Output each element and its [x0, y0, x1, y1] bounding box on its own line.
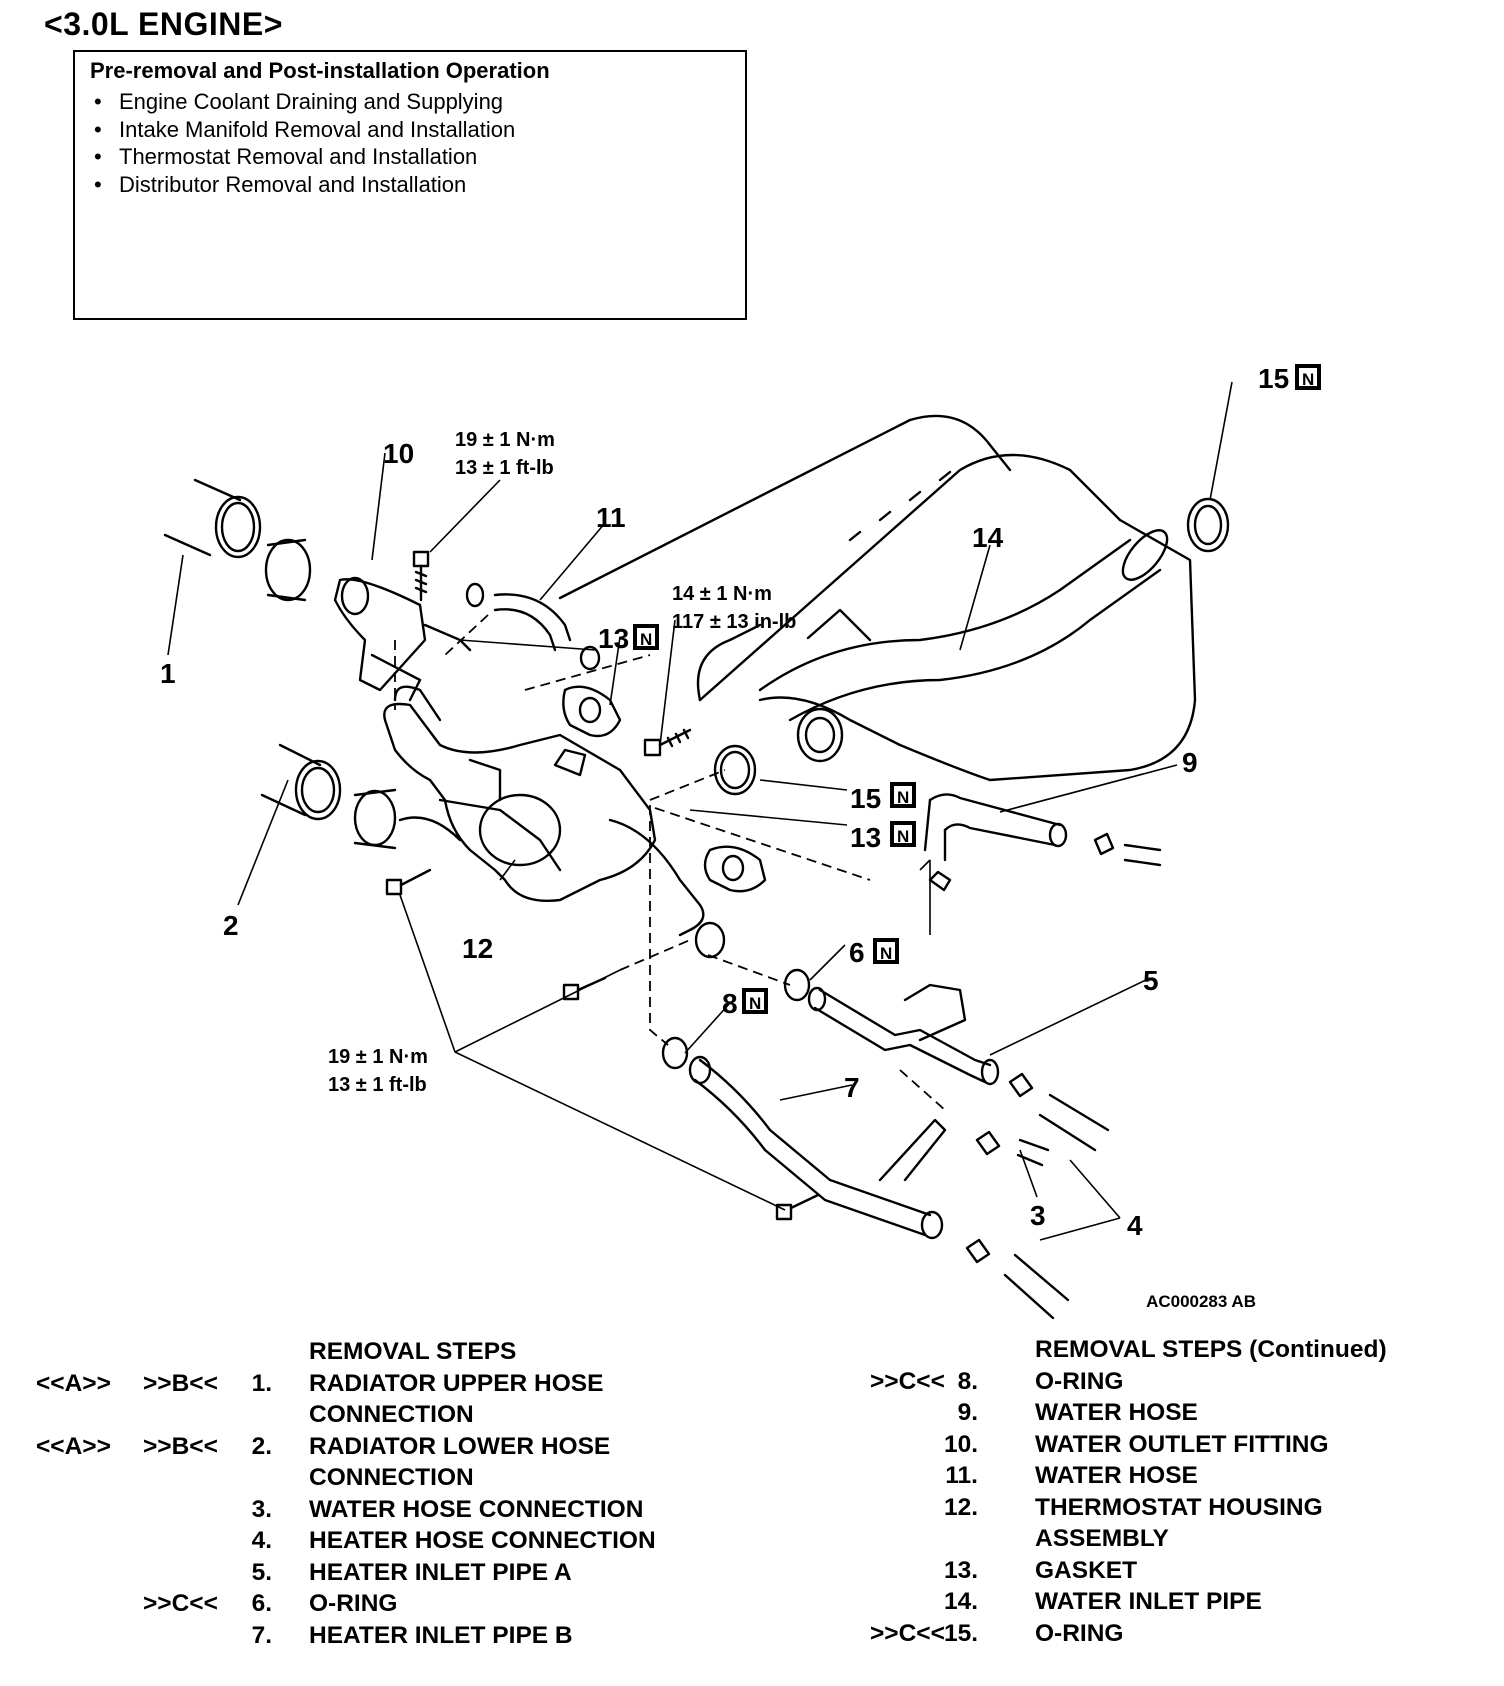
pre-removal-list: •Engine Coolant Draining and Supplying •… — [90, 88, 515, 198]
o-ring-15-mid — [713, 744, 757, 796]
gasket-13-lower — [703, 845, 767, 893]
steps-heading: REMOVAL STEPS — [309, 1338, 517, 1365]
o-ring-6 — [783, 968, 811, 1002]
step-row: 7.HEATER INLET PIPE B — [251, 1621, 573, 1649]
step-row: ASSEMBLY — [1035, 1525, 1169, 1552]
water-hose-11 — [465, 582, 601, 671]
step-row: >>C<<15.O-RING — [870, 1619, 1124, 1647]
callout-4: 4 — [1127, 1210, 1143, 1241]
callout-1: 1 — [160, 658, 176, 689]
hose-clamps — [965, 1072, 1110, 1320]
o-ring-15-top — [1186, 497, 1230, 553]
bullet-icon: • — [94, 116, 102, 142]
bolt-bottom — [775, 1193, 820, 1221]
step-row: 14.WATER INLET PIPE — [943, 1588, 1262, 1615]
step-row: 9.WATER HOSE — [957, 1399, 1198, 1426]
pre-removal-item: •Intake Manifold Removal and Installatio… — [94, 116, 516, 142]
callout-12: 12 — [462, 933, 493, 964]
n-mark: N — [749, 994, 761, 1013]
step-row: CONNECTION — [309, 1401, 474, 1428]
callout-7: 7 — [844, 1072, 860, 1103]
callout-2: 2 — [223, 910, 239, 941]
bolt-14nm — [643, 728, 692, 757]
step-row: <<A>>>>B<<2.RADIATOR LOWER HOSE — [36, 1432, 611, 1460]
callout-13b: 13 — [850, 822, 881, 853]
bolt-10 — [412, 550, 430, 602]
torque-b-in: 117 ± 13 in-lb — [672, 611, 796, 633]
step-row: >>C<<6.O-RING — [143, 1590, 398, 1617]
torque-a-ft: 13 ± 1 ft-lb — [455, 457, 554, 479]
removal-steps-left: REMOVAL STEPS <<A>>>>B<<1.RADIATOR UPPER… — [0, 1336, 760, 1651]
water-outlet-fitting — [333, 576, 472, 702]
step-row: 5.HEATER INLET PIPE A — [251, 1558, 572, 1586]
callout-11: 11 — [596, 502, 626, 533]
heater-inlet-pipe-a — [807, 983, 1000, 1086]
new-part-marks: N N N N N N — [633, 364, 1321, 1014]
pre-removal-box: Pre-removal and Post-installation Operat… — [73, 50, 747, 320]
torque-c-ft: 13 ± 1 ft-lb — [328, 1074, 427, 1096]
n-mark: N — [1302, 370, 1314, 389]
removal-steps-right: REMOVAL STEPS (Continued) >>C<<8.O-RING … — [760, 1334, 1504, 1649]
water-hose-9 — [923, 793, 1162, 892]
callout-5: 5 — [1143, 965, 1159, 996]
callout-8: 8 — [722, 988, 738, 1019]
exploded-view-diagram: 1 2 3 4 5 6 7 8 9 10 11 12 13 13 14 15 1… — [160, 363, 1321, 1320]
bullet-icon: • — [94, 144, 102, 169]
callout-15a: 15 — [1258, 363, 1289, 394]
callout-6: 6 — [849, 937, 865, 968]
pre-removal-item: •Distributor Removal and Installation — [94, 171, 467, 197]
water-inlet-pipe — [758, 529, 1169, 763]
radiator-upper-hose — [163, 478, 312, 602]
n-mark: N — [897, 788, 909, 807]
pre-removal-heading: Pre-removal and Post-installation Operat… — [90, 58, 550, 83]
step-row: <<A>>>>B<<1.RADIATOR UPPER HOSE — [36, 1369, 604, 1397]
bullet-icon: • — [94, 89, 102, 114]
torque-b-nm: 14 ± 1 N·m — [672, 583, 772, 605]
step-row: 3.WATER HOSE CONNECTION — [251, 1495, 644, 1523]
step-row: 10.WATER OUTLET FITTING — [943, 1430, 1329, 1458]
callout-3: 3 — [1030, 1200, 1046, 1231]
step-row: 12.THERMOSTAT HOUSING — [943, 1493, 1323, 1521]
gasket-13-upper — [562, 685, 622, 738]
callout-14: 14 — [972, 522, 1004, 553]
step-row: 13.GASKET — [943, 1556, 1138, 1584]
step-row: CONNECTION — [309, 1464, 474, 1491]
bolt-lower-left — [385, 868, 432, 896]
n-mark: N — [880, 944, 892, 963]
callout-10: 10 — [383, 438, 414, 469]
step-row: 4.HEATER HOSE CONNECTION — [251, 1527, 656, 1554]
pre-removal-item: •Thermostat Removal and Installation — [94, 144, 478, 169]
thermostat-housing — [383, 685, 726, 959]
intake-manifold — [558, 414, 1197, 782]
torque-a-nm: 19 ± 1 N·m — [455, 429, 555, 451]
step-row: 11.WATER HOSE — [945, 1462, 1198, 1489]
callout-9: 9 — [1182, 747, 1198, 778]
n-mark: N — [897, 827, 909, 846]
steps-heading-continued: REMOVAL STEPS (Continued) — [1035, 1336, 1387, 1363]
o-ring-8 — [661, 1036, 689, 1070]
step-row: >>C<<8.O-RING — [870, 1367, 1124, 1395]
page-title: <3.0L ENGINE> — [44, 6, 283, 42]
figure-code: AC000283 AB — [1146, 1292, 1256, 1311]
callout-13a: 13 — [598, 623, 629, 654]
radiator-lower-hose — [260, 743, 397, 850]
heater-inlet-pipe-b — [688, 1055, 947, 1240]
n-mark: N — [640, 630, 652, 649]
callout-15b: 15 — [850, 783, 881, 814]
torque-c-nm: 19 ± 1 N·m — [328, 1046, 428, 1068]
bullet-icon: • — [94, 171, 102, 197]
pre-removal-item: •Engine Coolant Draining and Supplying — [94, 89, 504, 114]
